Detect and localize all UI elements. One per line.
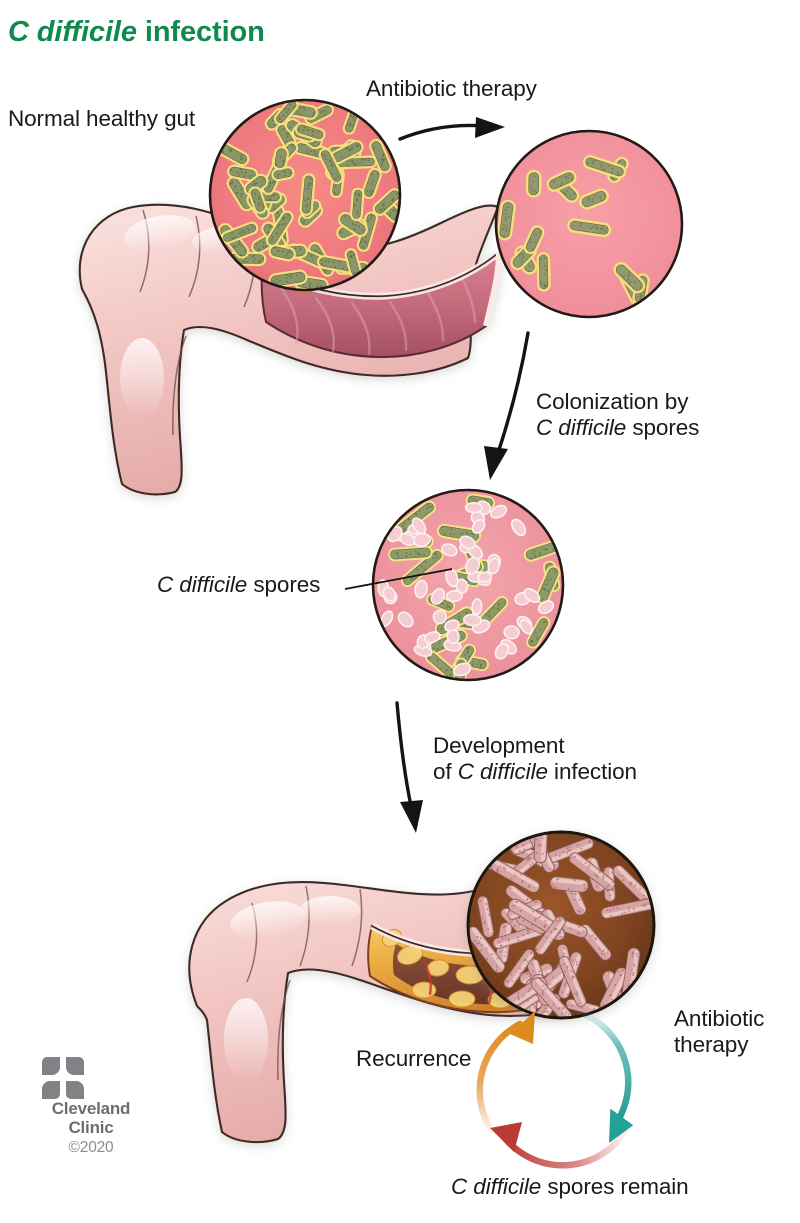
- copyright-notice: ©2020: [68, 1139, 114, 1157]
- label-cdiff-spores-species: C difficile: [157, 572, 248, 597]
- cycle-arc-recurrence: [476, 1011, 535, 1134]
- label-colonization-species: C difficile: [536, 414, 627, 440]
- label-recurrence: Recurrence: [356, 1046, 472, 1071]
- label-antibiotic-cycle-line1: Antibiotic: [674, 1006, 765, 1031]
- label-development-line2: of C difficile infection: [433, 759, 637, 785]
- page-title: C difficile infection: [8, 16, 265, 49]
- credit-org-line2: Clinic: [68, 1118, 114, 1138]
- label-development-rest: infection: [547, 758, 637, 784]
- cleveland-clinic-logo-icon: [42, 1057, 84, 1099]
- label-spores-remain-species: C difficile: [451, 1174, 542, 1199]
- label-development-species: C difficile: [457, 758, 548, 784]
- label-colonization-line1: Colonization by: [536, 389, 689, 414]
- label-antibiotic-therapy-top: Antibiotic therapy: [366, 76, 537, 101]
- label-development: Development of C difficile infection: [433, 733, 637, 784]
- arrow-development: [395, 701, 423, 833]
- label-antibiotic-therapy-cycle: Antibiotic therapy: [674, 1006, 764, 1057]
- depleted-flora-bacteria: [497, 155, 650, 311]
- label-antibiotic-cycle-line2: therapy: [674, 1031, 749, 1057]
- inset-circle-cdiff-infection: [466, 830, 656, 1020]
- spores-leader-line: [344, 568, 453, 590]
- cycle-arc-antibiotic-therapy: [582, 1011, 634, 1144]
- label-spores-remain-rest: spores remain: [541, 1174, 689, 1199]
- label-normal-healthy-gut: Normal healthy gut: [8, 106, 196, 131]
- flow-arrows: [395, 117, 530, 833]
- cleveland-clinic-credit: Cleveland Clinic ©2020: [26, 1057, 156, 1157]
- inset-circle-cdiff-spores: [371, 488, 565, 682]
- label-cdiff-spores: C difficile spores: [157, 572, 320, 598]
- label-development-line1: Development: [433, 733, 565, 758]
- arrow-antibiotic-therapy: [398, 117, 505, 141]
- label-colonization: Colonization by C difficile spores: [536, 389, 699, 440]
- label-development-of: of: [433, 758, 458, 784]
- recurrence-cycle: [476, 1011, 634, 1169]
- inset-circle-depleted-flora: [494, 129, 684, 319]
- label-colonization-line2: C difficile spores: [536, 415, 699, 441]
- label-cdiff-spores-rest: spores: [247, 572, 321, 597]
- cycle-arc-spores-remain: [490, 1122, 629, 1169]
- label-spores-remain: C difficile spores remain: [451, 1174, 689, 1200]
- label-colonization-rest: spores: [626, 414, 700, 440]
- arrow-colonization: [484, 331, 530, 480]
- credit-org-line1: Cleveland: [51, 1099, 131, 1118]
- page-title-species: C difficile: [8, 16, 137, 48]
- page-title-rest: infection: [144, 16, 265, 48]
- inset-circle-healthy-flora: [208, 98, 402, 292]
